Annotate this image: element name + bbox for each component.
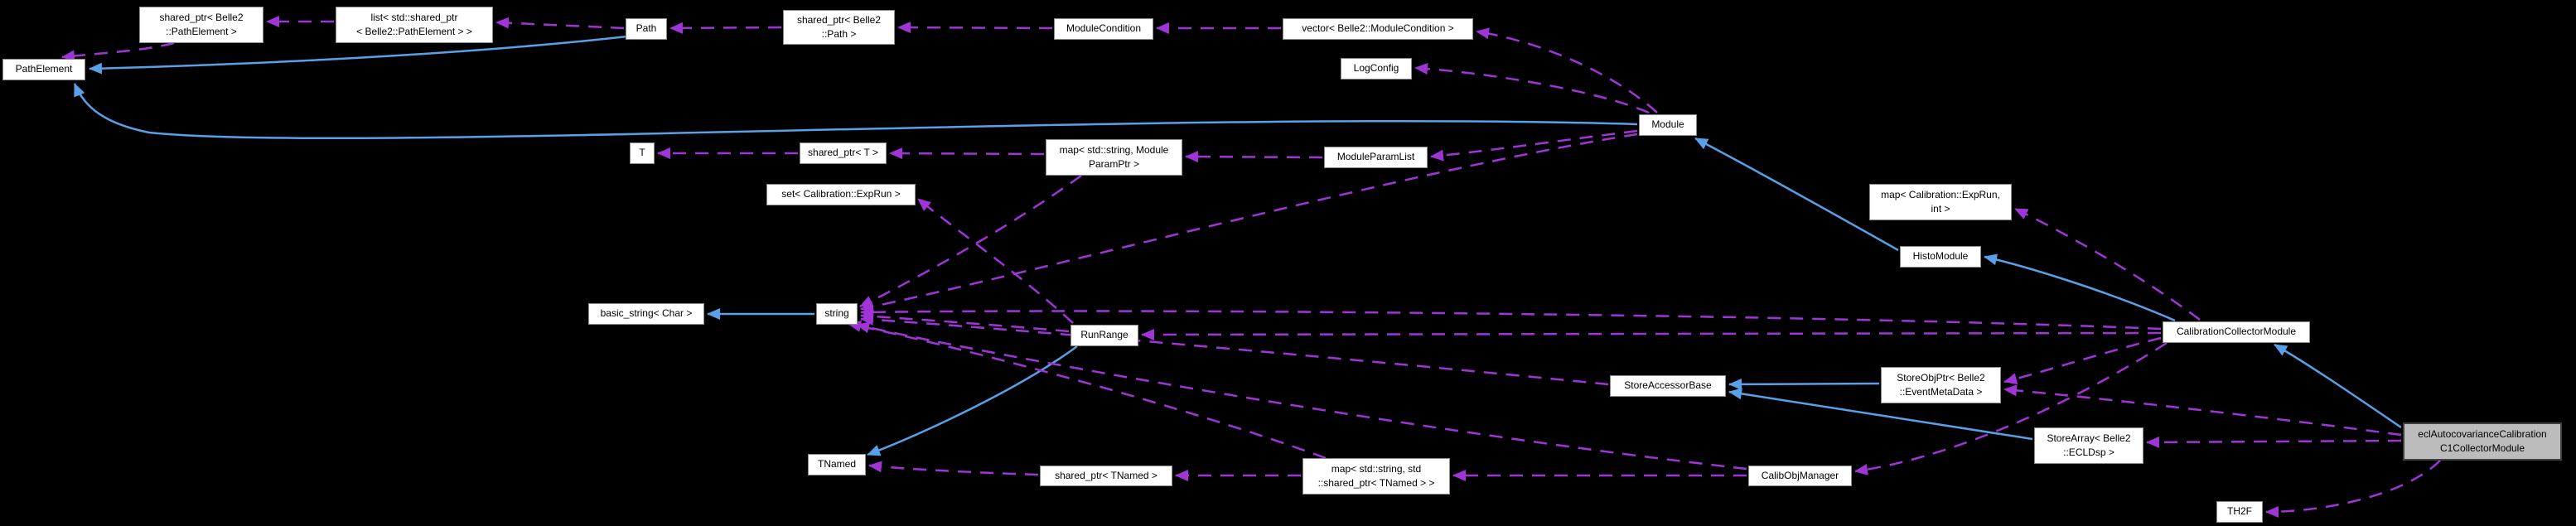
edge-shared-ptr-t-named-to-t-named: [868, 461, 1039, 476]
edge-ecl-autocovariance-calibration-c1-collector-module-to-th2f: [2265, 460, 2441, 518]
edge-module-to-string: [860, 133, 1638, 312]
edge-path-to-list-shared-ptr-path-element: [495, 17, 625, 30]
edge-calibration-collector-module-to-store-obj-ptr-event-meta-data: [2003, 336, 2162, 385]
node-string[interactable]: string: [816, 303, 858, 325]
node-map-calibration-exp-run-int[interactable]: map< Calibration::ExpRun, int >: [1869, 184, 2012, 220]
edge-path-to-path-element: [89, 35, 628, 75]
edge-map-string-module-param-ptr-to-shared-ptr-t: [889, 147, 1045, 160]
node-calib-obj-manager[interactable]: CalibObjManager: [1748, 466, 1852, 486]
edge-store-array-ecl-dsp-to-store-accessor-base: [1728, 388, 2033, 441]
node-module-param-list[interactable]: ModuleParamList: [1324, 147, 1428, 168]
node-ecl-autocovariance-calibration-c1-collector-module[interactable]: eclAutocovarianceCalibration C1Collector…: [2403, 422, 2562, 461]
node-shared-ptr-t[interactable]: shared_ptr< T >: [800, 142, 887, 164]
node-module[interactable]: Module: [1639, 114, 1697, 136]
node-vector-module-condition[interactable]: vector< Belle2::ModuleCondition >: [1283, 18, 1473, 40]
edge-module-condition-to-shared-ptr-path: [897, 22, 1053, 34]
edge-store-accessor-base-to-string: [860, 313, 1609, 386]
edge-calibration-collector-module-to-string: [860, 306, 2162, 331]
node-t-named[interactable]: TNamed: [808, 454, 866, 475]
node-shared-ptr-path[interactable]: shared_ptr< Belle2 ::Path >: [783, 10, 895, 45]
edge-calibration-collector-module-to-map-calibration-exp-run-int: [2014, 207, 2201, 321]
edge-calibration-collector-module-to-histo-module: [1984, 253, 2176, 322]
node-module-condition[interactable]: ModuleCondition: [1054, 18, 1153, 40]
node-t[interactable]: T: [630, 142, 655, 164]
node-path[interactable]: Path: [626, 18, 667, 40]
edge-ecl-autocovariance-calibration-c1-collector-module-to-calibration-collector-module: [2274, 343, 2402, 429]
node-store-array-ecl-dsp[interactable]: StoreArray< Belle2 ::ECLDsp >: [2034, 427, 2143, 464]
node-map-string-shared-ptr-t-named[interactable]: map< std::string, std ::shared_ptr< TNam…: [1302, 458, 1450, 495]
edge-shared-ptr-path-element-to-path-element: [61, 41, 175, 62]
edge-histo-module-to-module: [1694, 137, 1899, 252]
node-shared-ptr-path-element[interactable]: shared_ptr< Belle2 ::PathElement >: [139, 7, 263, 43]
edge-calib-obj-manager-to-string: [856, 321, 1747, 471]
node-shared-ptr-t-named[interactable]: shared_ptr< TNamed >: [1040, 466, 1172, 486]
edge-module-to-path-element: [73, 83, 1638, 140]
node-set-calibration-exp-run[interactable]: set< Calibration::ExpRun >: [766, 184, 916, 205]
edge-ecl-autocovariance-calibration-c1-collector-module-to-store-array-ecl-dsp: [2146, 436, 2402, 448]
node-map-string-module-param-ptr[interactable]: map< std::string, Module ParamPtr >: [1046, 139, 1182, 176]
node-store-obj-ptr-event-meta-data[interactable]: StoreObjPtr< Belle2 ::EventMetaData >: [1881, 367, 2001, 403]
edge-run-range-to-string: [860, 310, 1070, 333]
node-calibration-collector-module[interactable]: CalibrationCollectorModule: [2163, 321, 2310, 343]
edge-run-range-to-t-named: [867, 345, 1078, 456]
edge-module-to-vector-module-condition: [1476, 27, 1658, 113]
edge-ecl-autocovariance-calibration-c1-collector-module-to-store-obj-ptr-event-meta-data: [2003, 384, 2402, 437]
node-list-shared-ptr-path-element[interactable]: list< std::shared_ptr < Belle2::PathElem…: [336, 7, 493, 43]
node-path-element[interactable]: PathElement: [2, 59, 85, 80]
edge-module-to-log-config: [1414, 62, 1650, 114]
edge-run-range-to-set-calibration-exp-run: [917, 198, 1074, 324]
edge-module-to-module-param-list: [1430, 129, 1638, 162]
node-th2f[interactable]: TH2F: [2216, 501, 2263, 523]
node-run-range[interactable]: RunRange: [1071, 325, 1138, 346]
edge-map-string-module-param-ptr-to-string: [859, 174, 1082, 308]
node-log-config[interactable]: LogConfig: [1341, 58, 1412, 80]
edge-shared-ptr-path-to-path: [669, 22, 782, 34]
node-store-accessor-base[interactable]: StoreAccessorBase: [1610, 375, 1726, 397]
edge-calibration-collector-module-to-run-range: [1141, 328, 2162, 340]
edge-calibration-collector-module-to-calib-obj-manager: [1854, 341, 2168, 475]
node-histo-module[interactable]: HistoModule: [1900, 246, 1981, 268]
node-basic-string-char[interactable]: basic_string< Char >: [588, 303, 704, 325]
edge-map-string-shared-ptr-t-named-to-string: [848, 321, 1327, 460]
